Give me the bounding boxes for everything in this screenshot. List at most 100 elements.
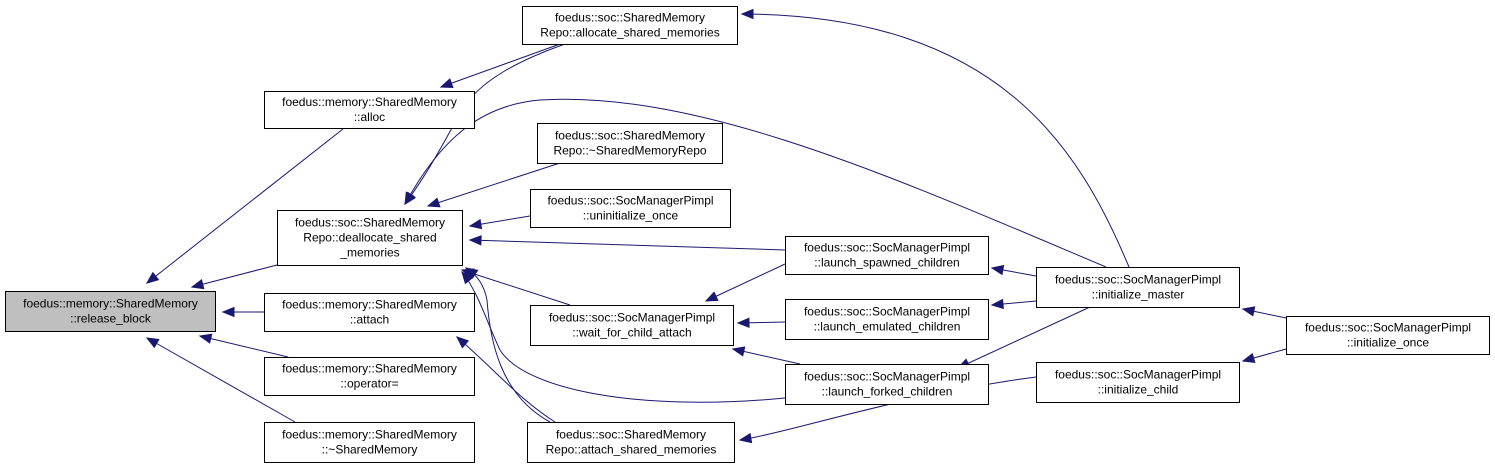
node-box bbox=[530, 305, 734, 346]
arrowhead-icon bbox=[456, 336, 470, 349]
arrowhead-icon bbox=[1241, 352, 1256, 363]
node-box bbox=[527, 422, 735, 463]
node-initialize-master[interactable]: foedus::soc::SocManagerPimpl::initialize… bbox=[1036, 267, 1240, 308]
node-attach[interactable]: foedus::memory::SharedMemory::attach bbox=[264, 293, 475, 332]
edge-attach-to-release_block bbox=[221, 306, 264, 318]
node-dtor-shared-memory[interactable]: foedus::memory::SharedMemory::~SharedMem… bbox=[264, 422, 475, 463]
node-label-line: ::initialize_child bbox=[1098, 383, 1179, 397]
node-wait-for-child-attach[interactable]: foedus::soc::SocManagerPimpl::wait_for_c… bbox=[530, 305, 734, 346]
edge-line bbox=[461, 269, 571, 306]
arrowhead-icon bbox=[704, 291, 719, 302]
node-box bbox=[264, 357, 475, 396]
node-label-line: foedus::soc::SharedMemory bbox=[555, 11, 705, 25]
node-launch-forked[interactable]: foedus::soc::SocManagerPimpl::launch_for… bbox=[785, 364, 989, 405]
node-alloc[interactable]: foedus::memory::SharedMemory::alloc bbox=[264, 91, 475, 129]
edge-operator_assign-to-release_block bbox=[198, 333, 289, 358]
arrowhead-icon bbox=[145, 337, 160, 349]
node-label-line: ::operator= bbox=[340, 377, 398, 391]
node-label-line: ::~SharedMemory bbox=[322, 443, 418, 457]
node-initialize-once[interactable]: foedus::soc::SocManagerPimpl::initialize… bbox=[1286, 316, 1490, 355]
edge-initialize_once-to-initialize_master bbox=[1241, 306, 1287, 319]
arrowhead-icon bbox=[198, 333, 213, 344]
edge-initialize_master-to-dealloc bbox=[404, 98, 1107, 268]
edge-line bbox=[469, 239, 786, 251]
node-label-line: foedus::memory::SharedMemory bbox=[23, 297, 198, 311]
node-allocate-shared[interactable]: foedus::soc::SharedMemoryRepo::allocate_… bbox=[522, 6, 738, 45]
arrowhead-icon bbox=[990, 298, 1004, 310]
edge-launch_spawned-to-wait_for_child_attach bbox=[704, 263, 786, 302]
node-box bbox=[264, 422, 475, 463]
edge-dealloc-to-release_block bbox=[190, 264, 278, 290]
edge-attach_shared-to-attach bbox=[456, 336, 556, 423]
edge-line bbox=[957, 306, 1091, 369]
node-release-block[interactable]: foedus::memory::SharedMemory::release_bl… bbox=[5, 291, 216, 332]
edge-line bbox=[199, 335, 289, 358]
node-label-line: ::initialize_once bbox=[1347, 336, 1429, 350]
node-label-line: ::launch_forked_children bbox=[822, 385, 953, 399]
node-box bbox=[785, 364, 989, 405]
node-box bbox=[1286, 316, 1490, 355]
node-launch-emulated[interactable]: foedus::soc::SocManagerPimpl::launch_emu… bbox=[785, 299, 989, 340]
node-initialize-child[interactable]: foedus::soc::SocManagerPimpl::initialize… bbox=[1036, 362, 1240, 403]
edge-line bbox=[461, 271, 786, 403]
node-operator-assign[interactable]: foedus::memory::SharedMemory::operator= bbox=[264, 357, 475, 396]
edge-initialize_master-to-allocate_shared bbox=[740, 8, 1130, 268]
node-box bbox=[1036, 362, 1240, 403]
node-label-line: ::launch_spawned_children bbox=[814, 256, 959, 270]
edge-launch_emulated-to-wait_for_child_attach bbox=[736, 317, 786, 328]
node-label-line: ::initialize_master bbox=[1092, 288, 1185, 302]
edge-allocate_shared-to-alloc bbox=[439, 43, 561, 89]
arrowhead-icon bbox=[738, 432, 753, 444]
edge-line bbox=[456, 336, 556, 423]
node-label-line: foedus::memory::SharedMemory bbox=[282, 298, 457, 312]
edge-initialize_once-to-initialize_child bbox=[1241, 348, 1287, 363]
edge-alloc-to-release_block bbox=[145, 128, 344, 284]
node-box bbox=[785, 236, 989, 275]
node-box bbox=[537, 123, 723, 164]
node-label-line: foedus::soc::SocManagerPimpl bbox=[804, 305, 970, 319]
node-label-line: ::alloc bbox=[354, 110, 385, 124]
arrowhead-icon bbox=[426, 197, 441, 208]
arrowhead-icon bbox=[221, 306, 235, 318]
edge-line bbox=[191, 264, 278, 288]
node-launch-spawned[interactable]: foedus::soc::SocManagerPimpl::launch_spa… bbox=[785, 236, 989, 275]
edge-line bbox=[427, 162, 561, 207]
node-label-line: ::launch_emulated_children bbox=[814, 320, 961, 334]
arrowhead-icon bbox=[468, 218, 483, 230]
edge-launch_spawned-to-dealloc bbox=[468, 235, 786, 251]
node-label-line: _memories bbox=[339, 246, 399, 260]
node-label-line: Repo::attach_shared_memories bbox=[546, 443, 717, 457]
edge-line bbox=[146, 128, 344, 284]
node-label-line: foedus::soc::SocManagerPimpl bbox=[1055, 273, 1221, 287]
node-dtor-repo[interactable]: foedus::soc::SharedMemoryRepo::~SharedMe… bbox=[537, 123, 723, 164]
edge-line bbox=[741, 13, 1130, 268]
edge-launch_forked-to-dealloc bbox=[461, 270, 786, 403]
arrowhead-icon bbox=[190, 279, 205, 290]
node-label-line: foedus::soc::SharedMemory bbox=[556, 428, 706, 442]
node-box bbox=[5, 291, 216, 332]
node-label-line: foedus::memory::SharedMemory bbox=[282, 428, 457, 442]
node-label-line: ::wait_for_child_attach bbox=[572, 326, 691, 340]
edge-launch_forked-to-wait_for_child_attach bbox=[731, 346, 801, 365]
arrowhead-icon bbox=[468, 235, 482, 246]
arrowhead-icon bbox=[731, 346, 746, 357]
edge-uninitialize_once-to-dealloc bbox=[468, 215, 531, 230]
node-label-line: foedus::soc::SocManagerPimpl bbox=[1055, 368, 1221, 382]
arrowhead-icon bbox=[1241, 306, 1256, 317]
node-label-line: foedus::soc::SharedMemory bbox=[555, 129, 705, 143]
node-box bbox=[530, 189, 731, 228]
node-attach-shared[interactable]: foedus::soc::SharedMemoryRepo::attach_sh… bbox=[527, 422, 735, 463]
node-dealloc[interactable]: foedus::soc::SharedMemoryRepo::deallocat… bbox=[277, 210, 463, 266]
node-uninitialize-once[interactable]: foedus::soc::SocManagerPimpl::uninitiali… bbox=[530, 189, 731, 228]
node-label-line: ::attach bbox=[350, 313, 389, 327]
arrowhead-icon bbox=[461, 270, 474, 285]
arrowhead-icon bbox=[464, 267, 479, 279]
arrowhead-icon bbox=[736, 317, 750, 328]
edge-dtor_repo-to-dealloc bbox=[426, 162, 561, 208]
node-label-line: foedus::soc::SocManagerPimpl bbox=[1305, 321, 1471, 335]
arrowhead-icon bbox=[145, 271, 160, 284]
graph-nodes: foedus::memory::SharedMemory::release_bl… bbox=[5, 6, 1490, 463]
arrowhead-icon bbox=[990, 264, 1005, 276]
edge-line bbox=[146, 337, 296, 423]
